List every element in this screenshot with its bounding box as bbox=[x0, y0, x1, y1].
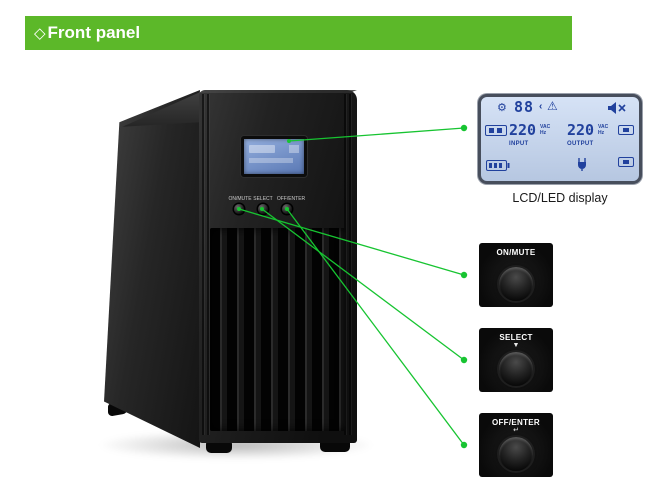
lcd-status-digits: 88 bbox=[514, 98, 535, 116]
warning-icon: ⚠ bbox=[547, 99, 558, 113]
lcd-caption: LCD/LED display bbox=[512, 191, 608, 205]
indicator-box-icon bbox=[618, 157, 634, 167]
callout-dot bbox=[460, 356, 468, 364]
unit-vac: VAC bbox=[598, 124, 609, 130]
device-foot bbox=[206, 441, 232, 453]
device-select-button bbox=[258, 204, 268, 214]
device-select-label: SELECT bbox=[253, 196, 273, 202]
device-on-mute-button bbox=[234, 204, 244, 214]
callout-dot bbox=[460, 124, 468, 132]
off-enter-symbol: ↵ bbox=[513, 427, 519, 434]
select-button-closeup: SELECT ▼ bbox=[479, 328, 553, 392]
lcd-output-value: 220 bbox=[567, 121, 595, 139]
lcd-display-closeup: ⚙ 88 ‹ ⚠ 220 VAC Hz 220 VAC Hz INPUT OUT… bbox=[478, 94, 642, 184]
unit-hz: Hz bbox=[598, 130, 605, 136]
lcd-output-units: VAC Hz bbox=[598, 124, 608, 136]
device-lcd-segment bbox=[289, 145, 299, 153]
on-mute-button-closeup: ON/MUTE bbox=[479, 243, 553, 307]
callout-dot bbox=[460, 441, 468, 449]
device-lcd-segment bbox=[249, 145, 275, 153]
device-off-enter-button bbox=[282, 204, 292, 214]
on-mute-symbol bbox=[479, 257, 553, 265]
on-mute-label: ON/MUTE bbox=[496, 248, 536, 257]
off-enter-knob bbox=[499, 437, 533, 471]
off-enter-button-closeup: OFF/ENTER ↵ bbox=[479, 413, 553, 477]
ac-mode-icon bbox=[485, 125, 507, 136]
ventilation-slats bbox=[210, 228, 346, 431]
callout-dot bbox=[460, 271, 468, 279]
select-label: SELECT bbox=[499, 333, 533, 342]
lcd-input-units: VAC Hz bbox=[540, 124, 550, 136]
select-symbol: ▼ bbox=[512, 342, 520, 349]
section-header: ◇ Front panel bbox=[25, 16, 572, 50]
mute-speaker-icon bbox=[607, 101, 627, 120]
device-lcd-segment bbox=[249, 158, 293, 163]
on-mute-knob bbox=[499, 267, 533, 301]
select-knob bbox=[499, 352, 533, 386]
unit-vac: VAC bbox=[540, 124, 551, 130]
left-arrow-icon: ‹ bbox=[539, 101, 543, 112]
diamond-icon: ◇ bbox=[34, 25, 46, 42]
plug-icon bbox=[575, 157, 589, 176]
gear-icon: ⚙ bbox=[497, 102, 507, 114]
lcd-input-value: 220 bbox=[509, 121, 537, 139]
unit-hz: Hz bbox=[540, 130, 547, 136]
off-enter-label: OFF/ENTER bbox=[491, 418, 541, 427]
lcd-output-label: OUTPUT bbox=[567, 141, 594, 147]
lcd-input-label: INPUT bbox=[509, 141, 529, 147]
indicator-box-icon bbox=[618, 125, 634, 135]
device-on-mute-label: ON/MUTE bbox=[228, 196, 252, 202]
ups-side-face bbox=[104, 90, 200, 448]
device-off-enter-label: OFF/ENTER bbox=[276, 196, 306, 202]
front-groove-left bbox=[202, 94, 212, 435]
battery-icon bbox=[486, 159, 510, 177]
section-title: Front panel bbox=[47, 23, 141, 42]
device-lcd-screen bbox=[241, 136, 307, 177]
